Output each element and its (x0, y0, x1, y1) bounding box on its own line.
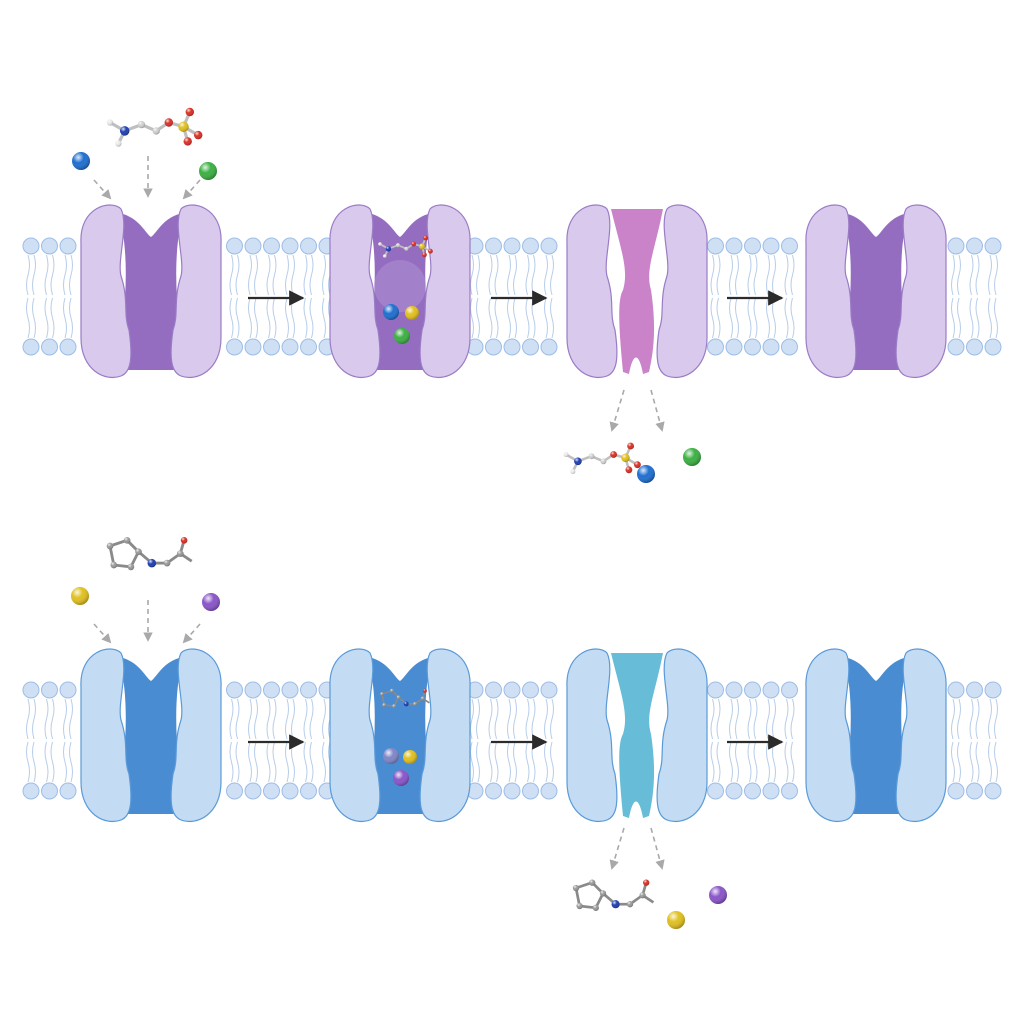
transporter-right-lobe (419, 204, 471, 378)
bound-purple-ion (393, 770, 409, 786)
transporter-stage-1 (80, 204, 222, 378)
substrate-molecule (106, 107, 203, 147)
released-substrate-molecule (572, 879, 655, 911)
lipid-bilayer (22, 681, 1002, 800)
dashed-arrow (650, 827, 665, 870)
dashed-arrow (182, 179, 201, 200)
yellow-ion (71, 587, 89, 605)
transporter-core (368, 213, 432, 370)
released-purple-ion (709, 886, 727, 904)
transporters-layer (80, 204, 947, 822)
released-substrate-molecule (563, 442, 641, 475)
transporter-left-lobe (80, 648, 132, 822)
transporter-right-lobe (656, 648, 708, 822)
transporter-core (611, 209, 663, 374)
transporter-left-lobe (805, 648, 857, 822)
transporter-right-lobe (656, 204, 708, 378)
transporter-right-lobe (170, 204, 222, 378)
released-green-ion (683, 448, 701, 466)
transporter-stage-2 (329, 204, 471, 378)
transporter-right-lobe (170, 648, 222, 822)
released-blue-ion (637, 465, 655, 483)
transporter-core (119, 213, 183, 370)
bound-green-ion (394, 328, 410, 344)
transporter-core (119, 657, 183, 814)
bound-yellow-ion (403, 750, 417, 764)
membranes-layer (22, 237, 1002, 800)
transporter-stage-4 (805, 648, 947, 822)
dashed-arrow (93, 179, 112, 200)
transporter-stage-2 (329, 648, 471, 822)
transporter-stage-1 (80, 648, 222, 822)
bound-substrate (374, 235, 433, 344)
transporter-right-lobe (419, 648, 471, 822)
blue-ion (72, 152, 90, 170)
transporter-left-lobe (80, 204, 132, 378)
substrate-molecule (106, 536, 193, 571)
transporter-core (844, 213, 908, 370)
dashed-arrow (650, 389, 665, 432)
transporter-stage-3 (566, 648, 708, 822)
transporter-left-lobe (566, 204, 618, 378)
transporter-stage-3 (566, 204, 708, 378)
dashed-arrow (609, 389, 625, 432)
green-ion (199, 162, 217, 180)
bound-substrate-molecule (380, 688, 430, 709)
transporter-left-lobe (329, 648, 381, 822)
process-arrows-layer (248, 290, 784, 750)
row-blue (80, 648, 947, 822)
lipid-bilayer (22, 237, 1002, 356)
row-purple (80, 204, 947, 378)
transporter-right-lobe (895, 648, 947, 822)
transporter-left-lobe (805, 204, 857, 378)
bound-blue-ion (383, 304, 399, 320)
dashed-arrow (609, 827, 625, 870)
transporter-core (368, 657, 432, 814)
bound-substrate-molecule (378, 235, 433, 258)
purple-ion (202, 593, 220, 611)
released-yellow-ion (667, 911, 685, 929)
molecules-layer (71, 107, 727, 929)
transporter-left-lobe (329, 204, 381, 378)
dashed-arrow (182, 623, 201, 644)
transporter-core (844, 657, 908, 814)
transporter-left-lobe (566, 648, 618, 822)
dashed-arrow (93, 623, 112, 644)
bound-yellow-ion (405, 306, 419, 320)
bound-slate-ion (383, 748, 399, 764)
transporter-right-lobe (895, 204, 947, 378)
bound-substrate (380, 688, 430, 786)
transporter-core (611, 653, 663, 818)
transporter-stage-4 (805, 204, 947, 378)
